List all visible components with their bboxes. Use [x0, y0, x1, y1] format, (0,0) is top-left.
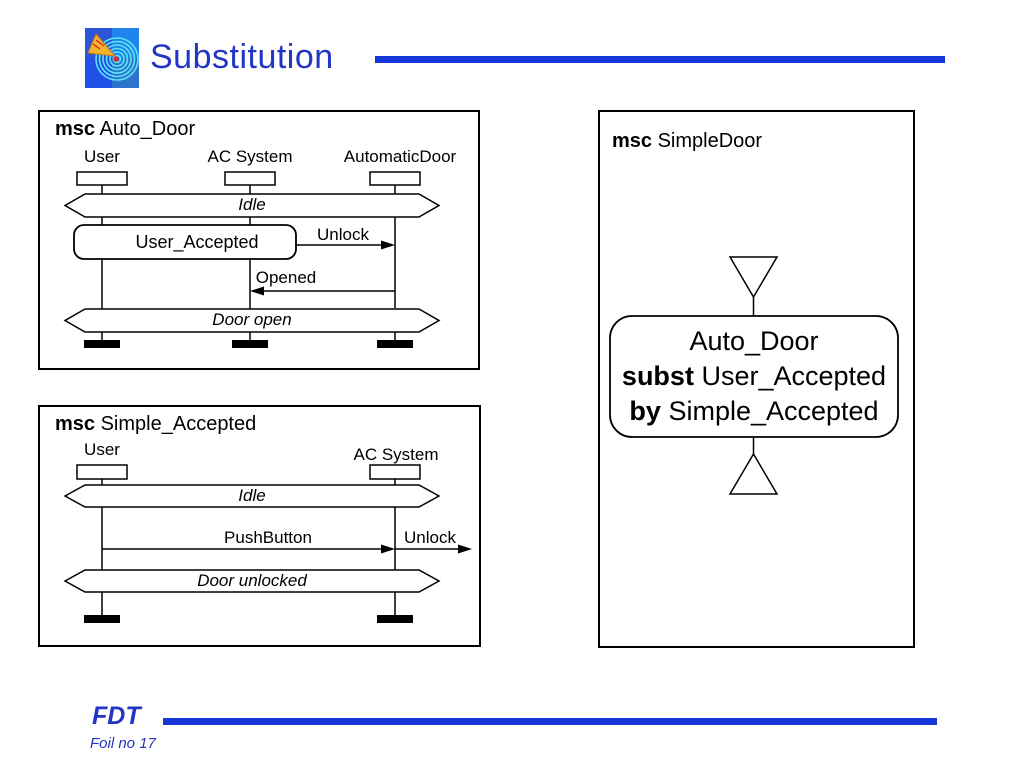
msc-keyword: msc — [55, 118, 96, 140]
message-label-unlock: Unlock — [404, 528, 456, 547]
msc-title: msc Auto_Door — [55, 118, 195, 141]
message-label-opened: Opened — [255, 268, 317, 287]
condition-label-door-open: Door open — [212, 310, 292, 329]
msc-keyword: msc — [55, 413, 96, 435]
msc-panel-auto-door: msc Auto_Door User AC System AutomaticDo… — [38, 110, 480, 370]
instance-end-bar — [377, 615, 413, 623]
arrowhead-right-icon — [381, 240, 395, 250]
hmsc-ref-name: Auto_Door — [689, 326, 819, 356]
instance-label-ac-system: AC System — [207, 147, 293, 166]
msc-keyword: msc — [612, 130, 653, 152]
instance-head-box — [76, 464, 128, 480]
page-title: Substitution — [150, 38, 334, 76]
arrowhead-right-icon — [381, 544, 395, 554]
condition-hexagon-idle — [63, 193, 441, 218]
instance-label-ac-system: AC System — [353, 445, 439, 464]
instance-head-box — [369, 464, 421, 480]
hmsc-reference-expression: Auto_Door subst User_Accepted by Simple_… — [610, 324, 898, 429]
condition-label-door-unlocked: Door unlocked — [197, 571, 307, 590]
instance-end-bar — [377, 340, 413, 348]
msc-name: SimpleDoor — [657, 130, 763, 152]
footer-rule — [163, 718, 937, 725]
instance-label-automaticdoor: AutomaticDoor — [343, 147, 457, 166]
instance-end-bar — [84, 340, 120, 348]
condition-label-idle: Idle — [238, 195, 266, 214]
subst-target: User_Accepted — [701, 361, 887, 391]
hmsc-subst-line: subst User_Accepted — [610, 359, 898, 394]
simple-door-diagram — [609, 256, 899, 495]
instance-head-box — [76, 171, 128, 186]
msc-name: Simple_Accepted — [100, 413, 257, 435]
condition-hexagon-door-open — [63, 308, 441, 333]
reference-label: User_Accepted — [135, 232, 259, 252]
arrowhead-right-icon — [458, 544, 472, 554]
msc-panel-simple-door: msc SimpleDoor Auto_Door subst User_Acce… — [598, 110, 915, 648]
instance-head-box — [224, 171, 276, 186]
instance-label-user: User — [84, 147, 120, 166]
instance-end-bar — [84, 615, 120, 623]
msc-panel-simple-accepted: msc Simple_Accepted User AC System Idle … — [38, 405, 481, 647]
title-rule — [375, 56, 945, 63]
hmsc-end-triangle — [728, 452, 779, 495]
by-replacement: Simple_Accepted — [668, 396, 879, 426]
auto-door-diagram — [63, 171, 441, 348]
msc-name: Auto_Door — [99, 118, 196, 140]
condition-hexagon-idle — [63, 484, 441, 508]
instance-end-bar — [232, 340, 268, 348]
instance-label-user: User — [84, 440, 120, 459]
footer-brand: FDT — [92, 702, 141, 730]
instance-head-box — [369, 171, 421, 186]
message-label-pushbutton: PushButton — [224, 528, 312, 547]
subst-keyword: subst — [621, 361, 694, 391]
simple-accepted-diagram — [63, 464, 472, 623]
hmsc-by-line: by Simple_Accepted — [610, 394, 898, 429]
message-label-unlock: Unlock — [317, 225, 369, 244]
condition-hexagon-door-unlocked — [63, 569, 441, 593]
course-logo-icon — [85, 28, 139, 88]
msc-title: msc Simple_Accepted — [55, 413, 256, 436]
hmsc-start-triangle — [728, 256, 779, 299]
foil-number: Foil no 17 — [90, 735, 156, 752]
msc-title: msc SimpleDoor — [612, 130, 762, 153]
by-keyword: by — [629, 396, 661, 426]
arrowhead-left-icon — [250, 286, 264, 296]
condition-label-idle: Idle — [238, 486, 266, 505]
msc-reference-box — [73, 224, 297, 260]
